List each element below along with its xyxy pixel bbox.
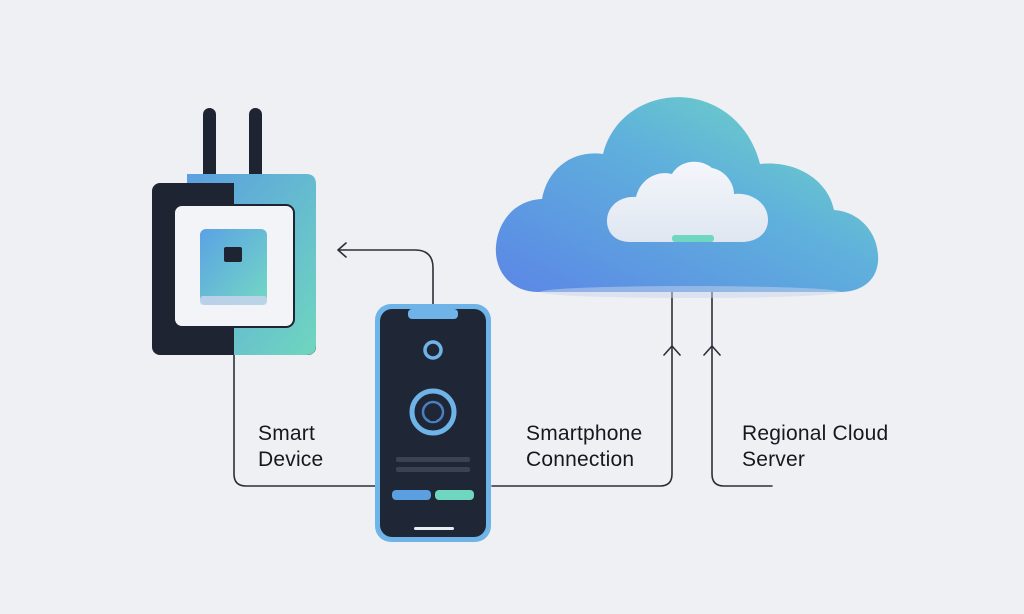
connector-lines xyxy=(233,241,773,487)
phone-text-line-2 xyxy=(396,467,470,472)
smart-device-label: Smart Device xyxy=(258,422,324,471)
cloud-to-server-line xyxy=(711,241,773,487)
phone-notch xyxy=(408,309,458,319)
device-indicator xyxy=(224,247,242,262)
cloud-connector xyxy=(672,235,714,242)
phone-button-right xyxy=(435,490,474,500)
inner-cloud xyxy=(606,161,768,242)
phone-to-device-line xyxy=(338,249,434,306)
phone-text-line-1 xyxy=(396,457,470,462)
device-chip-shadow xyxy=(200,296,267,305)
cloud-icon xyxy=(495,97,879,298)
device-to-phone-line xyxy=(233,329,379,487)
arrow-up-icon xyxy=(663,345,681,356)
phone-main-dot xyxy=(430,413,436,421)
plug-prong-left xyxy=(203,108,216,184)
arrow-up-icon-2 xyxy=(703,345,721,356)
cloud-shadow xyxy=(540,286,840,298)
phone-home-bar xyxy=(414,527,454,530)
arrow-left-icon xyxy=(337,242,347,258)
phone-main-ring-inner xyxy=(421,400,445,424)
smart-plug-icon xyxy=(152,108,316,355)
phone-button-left xyxy=(392,490,431,500)
phone-main-ring xyxy=(409,388,457,436)
phone-to-cloud-line xyxy=(491,241,673,487)
plug-prong-right xyxy=(249,108,262,184)
regional-cloud-server-label: Regional Cloud Server xyxy=(742,422,889,471)
phone-camera-ring xyxy=(423,340,443,360)
device-chip xyxy=(200,229,267,305)
smartphone-connection-label: Smartphone Connection xyxy=(526,422,643,471)
smartphone-icon xyxy=(375,304,491,542)
